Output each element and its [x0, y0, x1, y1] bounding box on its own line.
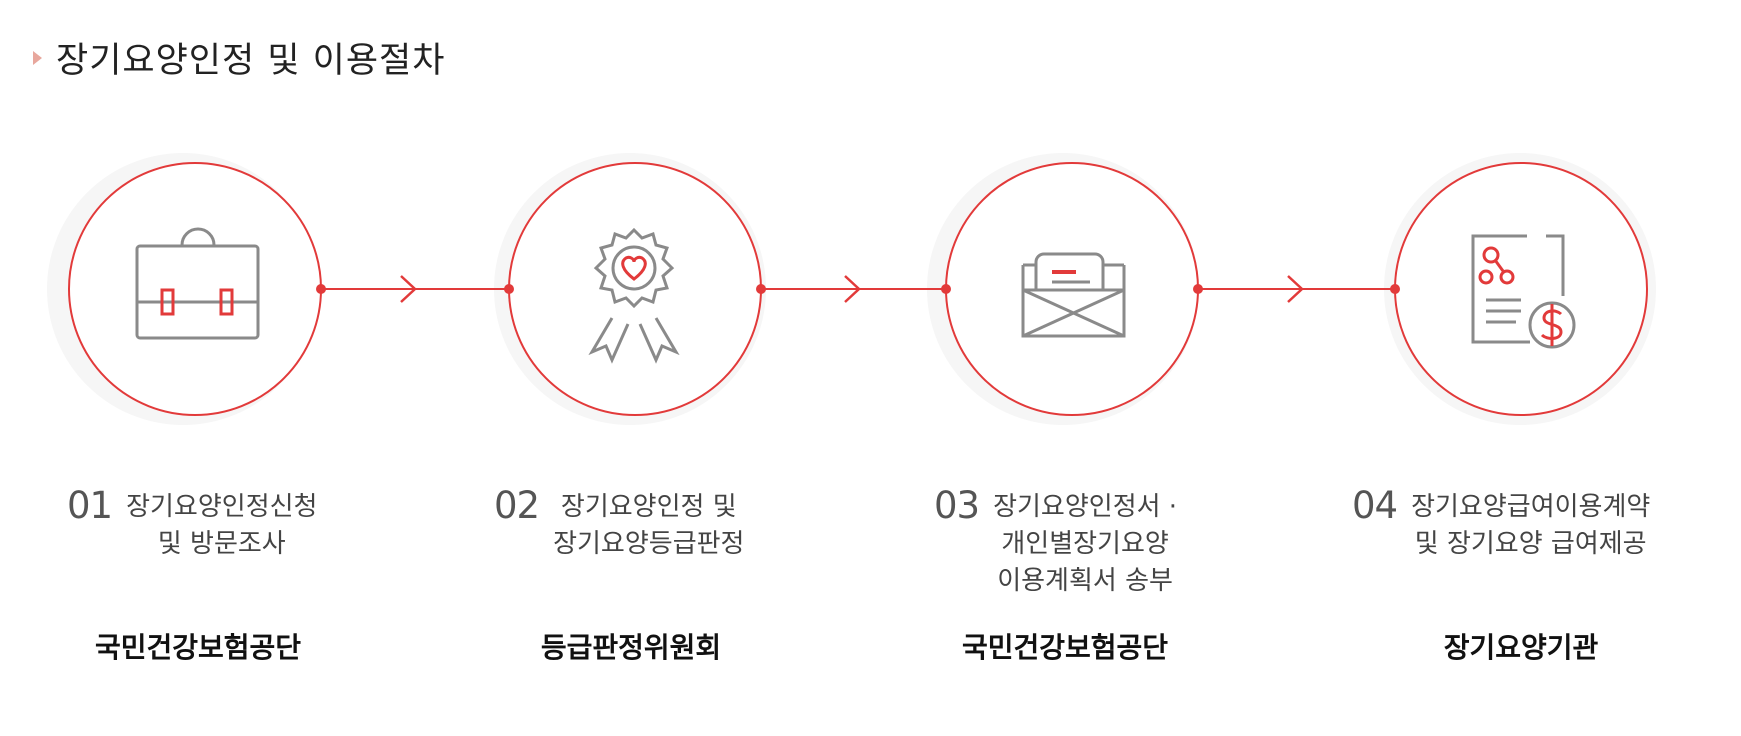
step-3-number: 03	[934, 484, 980, 527]
connector-dot	[316, 284, 326, 294]
briefcase-icon	[135, 227, 260, 340]
step-3-line-1: 장기요양인정서 ·	[993, 492, 1178, 522]
step-4-line-1: 장기요양급여이용계약	[1411, 492, 1651, 522]
connector-dot	[941, 284, 951, 294]
connector-3-4	[1198, 275, 1395, 303]
step-3-description: 03 장기요양인정서 · 개인별장기요양 이용계획서 송부	[934, 486, 1177, 600]
contract-payment-icon	[1471, 234, 1576, 349]
bullet-icon	[33, 50, 42, 65]
step-1-circle	[68, 162, 322, 416]
award-badge-icon	[588, 227, 680, 364]
connector-2-3	[761, 275, 946, 303]
connector-dot	[1193, 284, 1203, 294]
connector-dot	[756, 284, 766, 294]
envelope-document-icon	[1021, 252, 1126, 338]
step-3-line-2: 개인별장기요양	[1001, 529, 1169, 559]
step-1-organization: 국민건강보험공단	[94, 631, 302, 664]
connector-dot	[1390, 284, 1400, 294]
step-4-number: 04	[1352, 484, 1398, 527]
section-heading: 장기요양인정 및 이용절차	[33, 32, 445, 83]
step-4-circle	[1394, 162, 1648, 416]
step-2-line-1: 장기요양인정 및	[560, 492, 737, 522]
step-1-number: 01	[67, 484, 113, 527]
connector-dot	[504, 284, 514, 294]
step-2-organization: 등급판정위원회	[540, 631, 722, 664]
page-title: 장기요양인정 및 이용절차	[56, 41, 446, 81]
step-1-description: 01 장기요양인정신청 및 방문조사	[67, 486, 317, 563]
step-3-line-3: 이용계획서 송부	[997, 566, 1173, 596]
step-2-line-2: 장기요양등급판정	[553, 529, 745, 559]
step-4-description: 04 장기요양급여이용계약 및 장기요양 급여제공	[1352, 486, 1650, 563]
step-1-line-2: 및 방문조사	[157, 529, 286, 559]
step-1-line-1: 장기요양인정신청	[126, 492, 318, 522]
step-3-organization: 국민건강보험공단	[961, 631, 1169, 664]
connector-1-2	[321, 275, 509, 303]
step-4-line-2: 및 장기요양 급여제공	[1414, 529, 1647, 559]
step-2-description: 02 장기요양인정 및 장기요양등급판정	[494, 486, 744, 563]
step-4-organization: 장기요양기관	[1443, 631, 1599, 664]
step-2-number: 02	[494, 484, 540, 527]
